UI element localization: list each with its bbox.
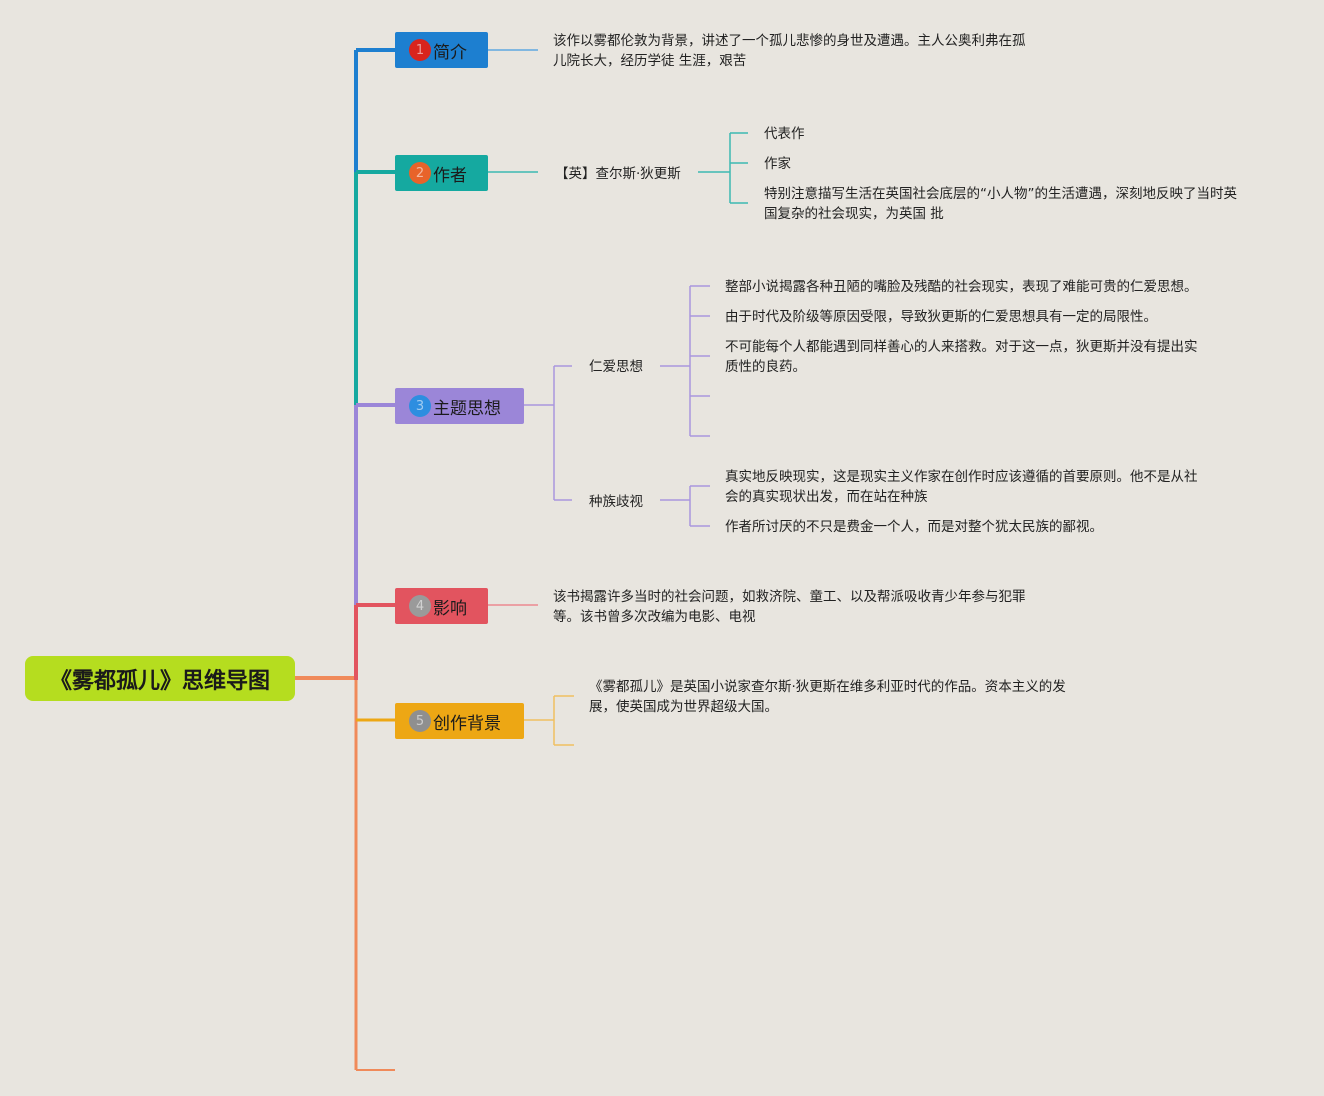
topic-theme[interactable]: 3 主题思想 xyxy=(395,388,524,424)
topic-author[interactable]: 2 作者 xyxy=(395,155,488,191)
love-item-line: 质性的良药。 xyxy=(725,359,806,375)
topic-label: 作者 xyxy=(433,165,467,186)
number-badge-icon: 2 xyxy=(409,162,431,184)
topic-intro[interactable]: 1 简介 xyxy=(395,32,488,68)
author-note-line: 国复杂的社会现实，为英国 批 xyxy=(764,206,944,222)
author-note[interactable]: 特别注意描写生活在英国社会底层的“小人物”的生活遭遇，深刻地反映了当时英 国复杂… xyxy=(764,184,1237,224)
topic-background[interactable]: 5 创作背景 xyxy=(395,703,524,739)
topic-label: 主题思想 xyxy=(433,398,501,419)
love-item[interactable]: 不可能每个人都能遇到同样善心的人来搭救。对于这一点，狄更斯并没有提出实 质性的良… xyxy=(725,337,1198,377)
topic-label: 影响 xyxy=(433,598,467,619)
root-topic[interactable]: 《雾都孤儿》思维导图 xyxy=(25,656,295,701)
love-item-line: 不可能每个人都能遇到同样善心的人来搭救。对于这一点，狄更斯并没有提出实 xyxy=(725,339,1198,355)
subtopic-race[interactable]: 种族歧视 xyxy=(589,494,643,510)
influence-line: 该书揭露许多当时的社会问题，如救济院、童工、以及帮派吸收青少年参与犯罪 xyxy=(553,589,1026,605)
root-title: 《雾都孤儿》思维导图 xyxy=(49,668,270,694)
topic-label: 创作背景 xyxy=(433,713,501,734)
topic-label: 简介 xyxy=(433,42,467,63)
author-item[interactable]: 代表作 xyxy=(764,126,805,142)
race-item-line: 会的真实现状出发，而在站在种族 xyxy=(725,489,928,505)
intro-text[interactable]: 该作以雾都伦敦为背景，讲述了一个孤儿悲惨的身世及遭遇。主人公奥利弗在孤 儿院长大… xyxy=(553,31,1026,71)
influence-line: 等。该书曾多次改编为电影、电视 xyxy=(553,609,756,625)
love-item[interactable]: 整部小说揭露各种丑陋的嘴脸及残酷的社会现实，表现了难能可贵的仁爱思想。 xyxy=(725,279,1198,295)
number-badge-icon: 5 xyxy=(409,710,431,732)
love-item[interactable]: 由于时代及阶级等原因受限，导致狄更斯的仁爱思想具有一定的局限性。 xyxy=(725,309,1157,325)
background-line: 《雾都孤儿》是英国小说家查尔斯·狄更斯在维多利亚时代的作品。资本主义的发 xyxy=(589,679,1066,695)
race-item[interactable]: 作者所讨厌的不只是费金一个人，而是对整个犹太民族的鄙视。 xyxy=(725,519,1103,535)
topic-influence[interactable]: 4 影响 xyxy=(395,588,488,624)
number-badge-icon: 4 xyxy=(409,595,431,617)
race-item[interactable]: 真实地反映现实，这是现实主义作家在创作时应该遵循的首要原则。他不是从社 会的真实… xyxy=(725,467,1198,507)
background-line: 展，使英国成为世界超级大国。 xyxy=(589,699,778,715)
background-text[interactable]: 《雾都孤儿》是英国小说家查尔斯·狄更斯在维多利亚时代的作品。资本主义的发 展，使… xyxy=(589,677,1066,717)
author-item[interactable]: 作家 xyxy=(764,156,791,172)
number-badge-icon: 3 xyxy=(409,395,431,417)
race-item-line: 真实地反映现实，这是现实主义作家在创作时应该遵循的首要原则。他不是从社 xyxy=(725,469,1198,485)
author-note-line: 特别注意描写生活在英国社会底层的“小人物”的生活遭遇，深刻地反映了当时英 xyxy=(764,186,1237,202)
intro-line: 儿院长大，经历学徒 生涯，艰苦 xyxy=(553,53,747,69)
author-name[interactable]: 【英】查尔斯·狄更斯 xyxy=(555,166,681,182)
subtopic-love[interactable]: 仁爱思想 xyxy=(589,359,643,375)
number-badge-icon: 1 xyxy=(409,39,431,61)
intro-line: 该作以雾都伦敦为背景，讲述了一个孤儿悲惨的身世及遭遇。主人公奥利弗在孤 xyxy=(553,33,1026,49)
influence-text[interactable]: 该书揭露许多当时的社会问题，如救济院、童工、以及帮派吸收青少年参与犯罪 等。该书… xyxy=(553,587,1026,627)
